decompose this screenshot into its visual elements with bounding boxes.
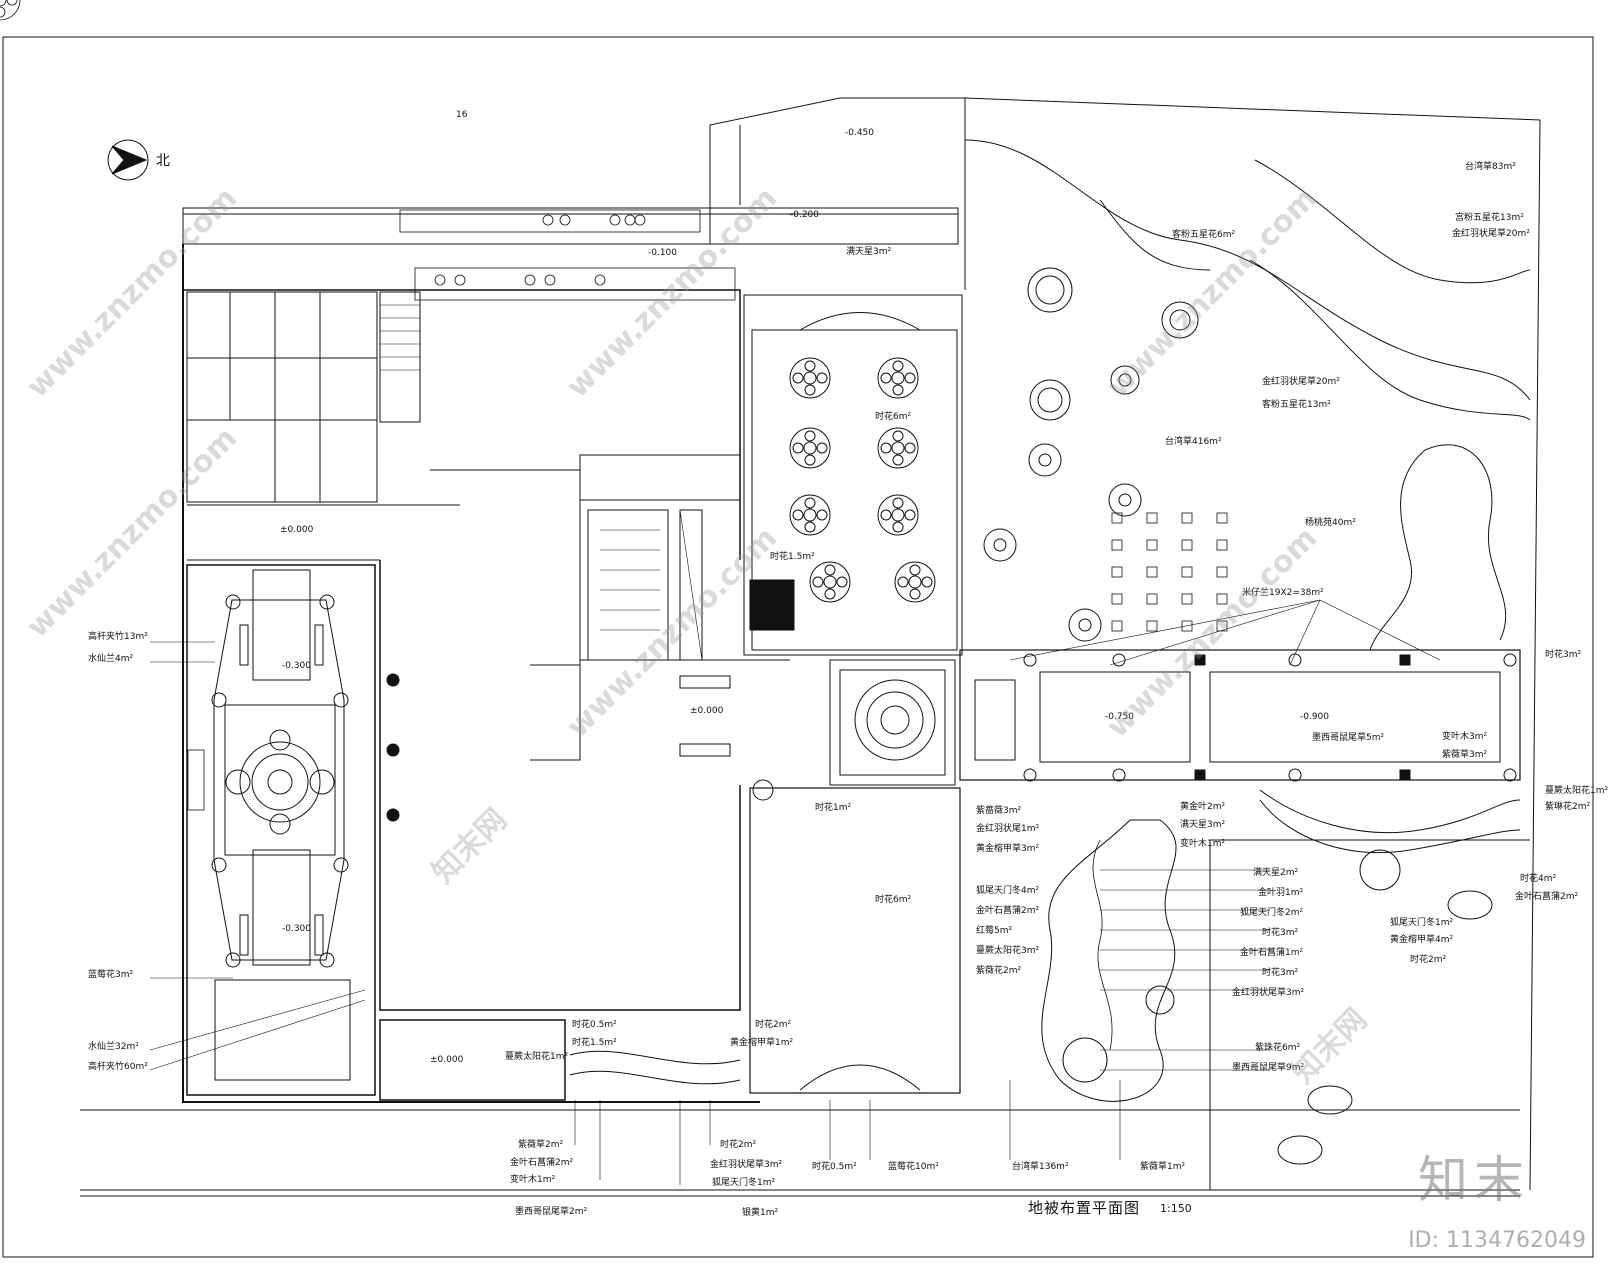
- callout-number: 16: [456, 110, 468, 120]
- drawing-title: 地被布置平面图: [1028, 1199, 1141, 1217]
- plant-label: 台湾草416m²: [1165, 437, 1222, 447]
- plant-label: 狐尾天门冬1m²: [712, 1178, 776, 1188]
- plant-label: 紫薇草1m²: [1140, 1162, 1186, 1172]
- level-mark: -0.900: [1300, 712, 1330, 722]
- plant-label: 时花3m²: [1545, 650, 1582, 660]
- level-mark: ±0.000: [430, 1055, 464, 1065]
- plant-label: 蔓蕨太阳花3m²: [976, 946, 1040, 956]
- plant-label: 时花4m²: [1520, 874, 1557, 884]
- plant-label: 变叶木3m²: [1442, 732, 1488, 742]
- plant-label: 狐尾天门冬2m²: [1240, 908, 1304, 918]
- plant-label: 客粉五星花6m²: [1172, 230, 1236, 240]
- plant-label: 金红羽状尾草20m²: [1452, 229, 1530, 239]
- brand-logo: 知末: [1418, 1151, 1530, 1209]
- level-mark: -0.300: [282, 924, 312, 934]
- plant-label: 时花2m²: [1410, 955, 1447, 965]
- plant-label: 黄金榕甲草3m²: [976, 844, 1040, 854]
- plant-label: 金叶石菖蒲2m²: [510, 1158, 574, 1168]
- plant-label: 满天星2m²: [1253, 868, 1299, 878]
- plant-label: 紫薇草3m²: [1442, 750, 1488, 760]
- north-label: 北: [156, 153, 170, 169]
- plant-label: 狐尾天门冬1m²: [1390, 918, 1454, 928]
- drawing-scale: 1:150: [1160, 1202, 1192, 1215]
- plant-label: 高杆夹竹13m²: [88, 632, 148, 642]
- plant-label: 墨西哥鼠尾草5m²: [1312, 733, 1385, 743]
- plant-label: 时花3m²: [1262, 928, 1299, 938]
- plant-label: 狐尾天门冬4m²: [976, 886, 1040, 896]
- plant-label: 金叶羽1m²: [1258, 888, 1304, 898]
- plant-label: 时花1.5m²: [572, 1038, 617, 1048]
- plant-label: 满天星3m²: [1180, 820, 1226, 830]
- plant-label: 蔓蕨太阳花1m²: [1545, 786, 1608, 796]
- plant-label: 金红羽状尾草3m²: [1232, 988, 1305, 998]
- level-mark: -0.200: [790, 210, 820, 220]
- plant-label: 时花6m²: [875, 895, 912, 905]
- plant-label: 金红羽状尾1m²: [976, 824, 1040, 834]
- plant-label: 紫蔷薇3m²: [976, 806, 1022, 816]
- plant-label: 变叶木1m²: [1180, 839, 1226, 849]
- plant-label: 客粉五星花13m²: [1262, 400, 1331, 410]
- plant-label: 时花2m²: [755, 1020, 792, 1030]
- plant-label: 时花0.5m²: [812, 1162, 857, 1172]
- plant-label: 黄金榕甲草4m²: [1390, 935, 1454, 945]
- level-mark: ±0.000: [690, 706, 724, 716]
- plant-label: 高杆夹竹60m²: [88, 1062, 148, 1072]
- plant-label: 满天星3m²: [846, 247, 892, 257]
- plant-label: 紫珠花6m²: [1255, 1043, 1301, 1053]
- plant-label: 墨西哥鼠尾草9m²: [1232, 1063, 1305, 1073]
- plant-label: 金叶石菖蒲2m²: [976, 906, 1040, 916]
- plant-label: 宫粉五星花13m²: [1455, 213, 1524, 223]
- plant-label: 变叶木1m²: [510, 1175, 556, 1185]
- plant-label: 黄金榕甲草1m²: [730, 1038, 794, 1048]
- level-mark: ±0.000: [280, 525, 314, 535]
- plant-label: 金叶石菖蒲1m²: [1240, 948, 1304, 958]
- plant-label: 紫琳花2m²: [1545, 802, 1591, 812]
- plant-label: 墨西哥鼠尾草2m²: [515, 1207, 588, 1217]
- plant-label: 金红羽状尾草20m²: [1262, 377, 1340, 387]
- level-mark: -0.750: [1105, 712, 1135, 722]
- plant-label: 杨桃苑40m²: [1305, 518, 1356, 528]
- plant-label: 蔓蕨太阳花1m²: [505, 1052, 569, 1062]
- plant-label: 金叶石菖蒲2m²: [1515, 892, 1579, 902]
- plant-label: 时花1.5m²: [770, 552, 815, 562]
- level-mark: -0.300: [282, 661, 312, 671]
- plant-label: 红莓5m²: [976, 926, 1013, 936]
- plant-label: 时花6m²: [875, 412, 912, 422]
- plant-label: 时花2m²: [720, 1140, 757, 1150]
- level-mark: -0.450: [845, 128, 875, 138]
- plant-label: 蓝莓花3m²: [88, 970, 134, 980]
- plant-label: 黄金叶2m²: [1180, 802, 1226, 812]
- plant-label: 银黄1m²: [742, 1208, 779, 1218]
- plant-label: 金红羽状尾草3m²: [710, 1160, 783, 1170]
- plant-label: 水仙兰32m²: [88, 1042, 139, 1052]
- plant-label: 时花0.5m²: [572, 1020, 617, 1030]
- plant-label: 紫薇草2m²: [518, 1140, 564, 1150]
- plant-label: 紫薇花2m²: [976, 966, 1022, 976]
- plant-label: 台湾草83m²: [1465, 162, 1516, 172]
- plant-label: 时花3m²: [1262, 968, 1299, 978]
- plant-label: 时花1m²: [815, 803, 852, 813]
- plant-label: 水仙兰4m²: [88, 654, 134, 664]
- plant-label: 台湾草136m²: [1012, 1162, 1069, 1172]
- plant-label: 米仔兰19X2=38m²: [1242, 588, 1324, 598]
- image-id: ID: 1134762049: [1408, 1228, 1586, 1253]
- plant-label: 蓝莓花10m²: [888, 1162, 939, 1172]
- level-mark: -0.100: [648, 248, 678, 258]
